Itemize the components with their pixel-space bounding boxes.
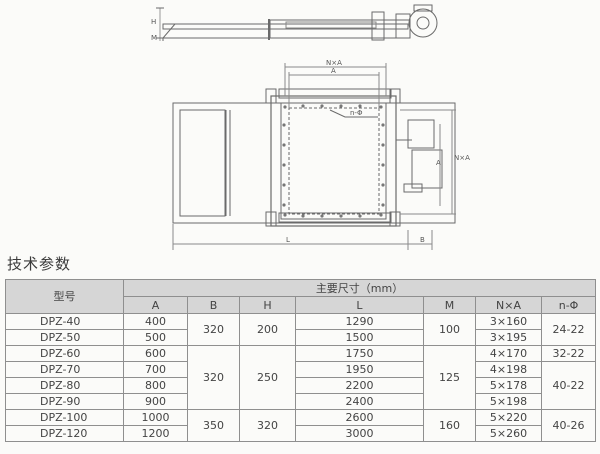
cell-nxa: 5×198 [475,393,542,410]
dimension-lines [172,63,456,250]
column-header: B [187,296,240,314]
table-row: DPZ-50 500 1500 3×195 [5,329,596,346]
top-view [156,4,438,41]
cell-nxa: 3×160 [475,313,542,330]
table-row: DPZ-100 1000 350 320 2600 160 5×220 40-2… [5,409,597,442]
cell-b: 320 [187,313,240,346]
cell-n-phi: 24-22 [540,313,597,346]
table-row: DPZ-90 900 2400 5×198 [5,393,596,410]
cell-n-phi: 40-22 [540,361,597,410]
cell-m: 160 [423,409,476,442]
cell-a: 600 [123,345,188,362]
cell-a: 800 [123,377,188,394]
cell-m: 100 [423,313,476,346]
cell-nxa: 4×170 [475,345,542,362]
cell-l: 1950 [295,361,424,378]
cell-h: 200 [239,313,296,346]
cell-nxa: 5×260 [475,425,542,442]
cell-l: 1290 [295,313,424,330]
cell-a: 1200 [123,425,188,442]
cell-h: 320 [239,409,296,442]
cell-l: 2200 [295,377,424,394]
hole-note-label: n-Φ [350,109,363,117]
cell-a: 1000 [123,409,188,426]
cell-b: 350 [187,409,240,442]
cell-nxa: 5×220 [475,409,542,426]
dim-label-h: H [151,18,156,26]
header-model: 型号 [5,279,124,314]
column-header: M [423,296,476,314]
cell-nxa: 4×198 [475,361,542,378]
cell-h: 250 [239,345,296,410]
cell-model: DPZ-90 [5,393,124,410]
cell-model: DPZ-40 [5,313,124,330]
plan-view [172,88,456,227]
dim-label-b: B [420,236,425,244]
dim-label-nxa-top: N×A [326,59,342,67]
header-main-dimensions: 主要尺寸（mm） [122,279,597,297]
cell-model: DPZ-120 [5,425,124,442]
dim-label-m: M [151,34,157,42]
dim-label-a-side: A [436,159,441,167]
cell-l: 2600 [295,409,424,426]
column-header: H [239,296,296,314]
table-row: DPZ-80 800 2200 5×178 [5,377,596,394]
table-row: DPZ-70 700 1950 4×198 40-22 [5,361,597,410]
cell-l: 2400 [295,393,424,410]
cell-nxa: 5×178 [475,377,542,394]
cell-l: 1500 [295,329,424,346]
cell-l: 3000 [295,425,424,442]
cell-nxa: 3×195 [475,329,542,346]
dim-label-l: L [286,236,290,244]
cell-n-phi: 32-22 [540,345,597,362]
cell-model: DPZ-70 [5,361,124,378]
cell-model: DPZ-80 [5,377,124,394]
cell-a: 400 [123,313,188,330]
cell-model: DPZ-100 [5,409,124,426]
table-row: DPZ-40 400 320 200 1290 100 3×160 24-22 [5,313,597,346]
cell-a: 900 [123,393,188,410]
table-row: DPZ-120 1200 3000 5×260 [5,425,596,442]
parameter-table: 型号 主要尺寸（mm） A B H L M N×A n-Φ DPZ-40 400… [5,279,597,442]
column-header: n-Φ [540,296,597,314]
cell-model: DPZ-60 [5,345,124,362]
cell-model: DPZ-50 [5,329,124,346]
cell-a: 500 [123,329,188,346]
table-row: DPZ-60 600 320 250 1750 125 4×170 32-22 [5,345,597,410]
technical-drawing: H M N×A A n-Φ A N×A L B [151,4,470,250]
cell-b: 320 [187,345,240,410]
column-header: L [295,296,424,314]
cell-m: 125 [423,345,476,410]
column-header: N×A [475,296,542,314]
cell-n-phi: 40-26 [540,409,597,442]
section-title: 技术参数 [7,255,72,273]
cell-a: 700 [123,361,188,378]
cell-l: 1750 [295,345,424,362]
column-header: A [123,296,188,314]
table-header-row: 型号 主要尺寸（mm） [5,279,597,314]
dim-label-nxa-side: N×A [454,154,470,162]
dim-label-a-top: A [331,67,336,75]
